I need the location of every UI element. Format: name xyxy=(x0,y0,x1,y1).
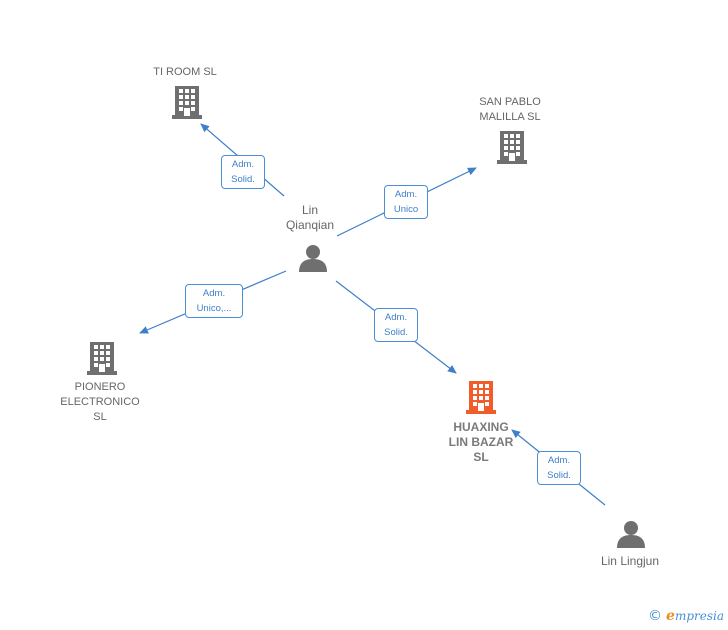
lin-qianqian-label[interactable]: Lin Qianqian xyxy=(285,203,335,232)
edge-label-to-san-pablo[interactable]: Adm. Unico xyxy=(384,185,428,219)
lin-qianqian-person-icon[interactable] xyxy=(299,245,327,272)
pionero-building-icon[interactable] xyxy=(87,342,117,375)
brand-rest: mpresia xyxy=(674,609,724,623)
san-pablo-building-icon[interactable] xyxy=(497,131,527,164)
ti-room-building-icon[interactable] xyxy=(172,86,202,119)
edge-label-to-pionero[interactable]: Adm. Unico,... xyxy=(185,284,243,318)
brand-e: e xyxy=(666,608,675,624)
edge-label-to-huaxing[interactable]: Adm. Solid. xyxy=(374,308,418,342)
lin-lingjun-person-icon[interactable] xyxy=(617,521,645,548)
edge-label-to-ti-room[interactable]: Adm. Solid. xyxy=(221,155,265,189)
lin-lingjun-label[interactable]: Lin Lingjun xyxy=(600,554,660,568)
san-pablo-label[interactable]: SAN PABLO MALILLA SL xyxy=(479,96,541,123)
pionero-label[interactable]: PIONERO ELECTRONICO SL xyxy=(60,381,140,423)
huaxing-building-icon[interactable] xyxy=(466,381,496,414)
huaxing-label[interactable]: HUAXING LIN BAZAR SL xyxy=(448,420,514,464)
edge-label-lingjun-to-huaxing[interactable]: Adm. Solid. xyxy=(537,451,581,485)
copyright-symbol: © xyxy=(648,608,663,624)
empresia-logo: ©empresia xyxy=(648,608,724,624)
ti-room-label[interactable]: TI ROOM SL xyxy=(153,66,217,78)
